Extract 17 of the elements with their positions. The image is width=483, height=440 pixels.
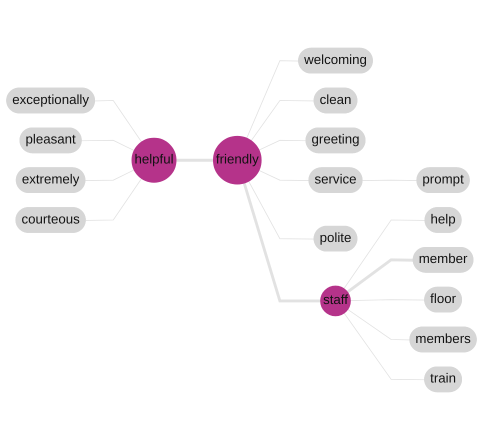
connector [248, 180, 315, 240]
connector [250, 100, 315, 142]
connector [258, 170, 310, 181]
connector [85, 178, 142, 221]
connector [81, 140, 135, 151]
connector [344, 312, 426, 380]
connector [347, 309, 411, 340]
connector [242, 182, 321, 302]
connector [346, 258, 414, 294]
connector [94, 100, 142, 142]
connector [85, 170, 135, 181]
node-circle: staff [320, 286, 351, 316]
connector [246, 60, 300, 139]
connector [344, 220, 426, 290]
node-circle: friendly [213, 136, 262, 185]
node-circle: helpful [132, 138, 176, 183]
connector [258, 140, 307, 151]
